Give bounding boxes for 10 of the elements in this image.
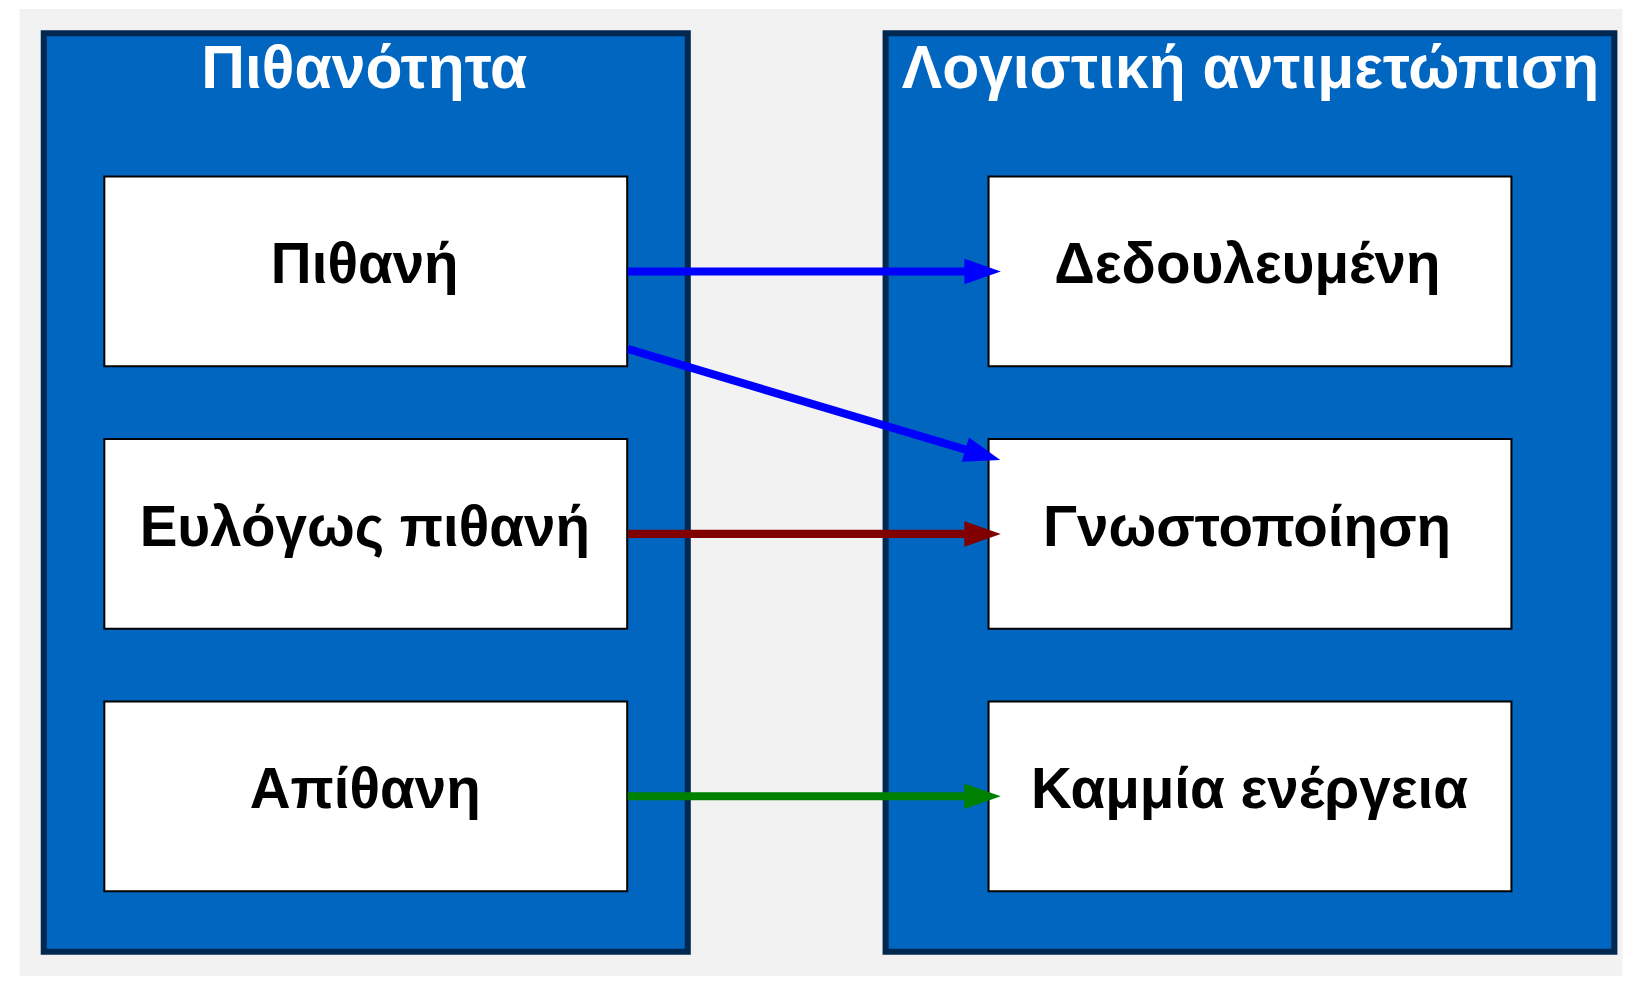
node-box: Καμμία ενέργεια xyxy=(987,699,1513,892)
node-box: Απίθανη xyxy=(103,699,629,892)
arrow xyxy=(627,520,1001,547)
node-box: Δεδουλευμένη xyxy=(987,175,1513,367)
arrow xyxy=(627,258,1001,284)
node-box: Πιθανή xyxy=(103,175,629,367)
arrow xyxy=(627,783,1001,809)
node-box: Ευλόγως πιθανή xyxy=(103,437,629,630)
arrow xyxy=(626,344,1001,462)
node-box: Γνωστοποίηση xyxy=(987,437,1513,630)
